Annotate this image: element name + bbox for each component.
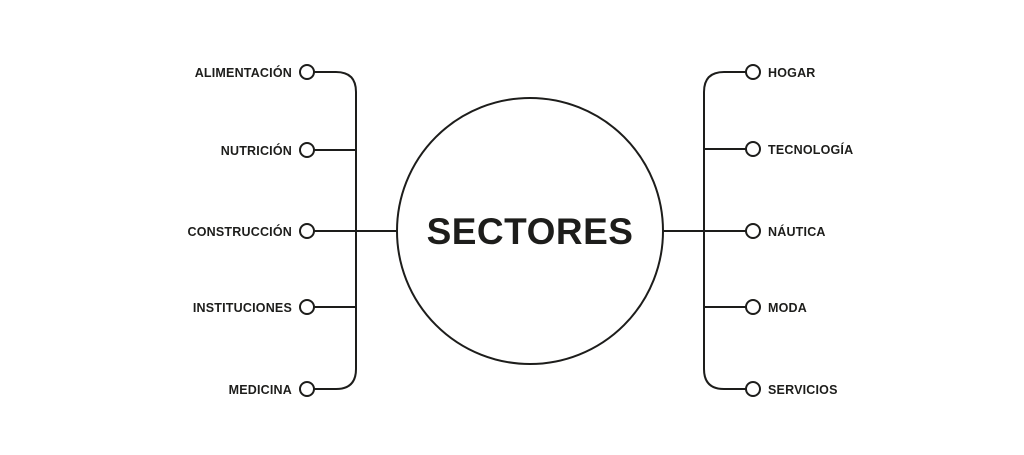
left-item-label: MEDICINA [229, 383, 292, 397]
left-item-label: NUTRICIÓN [221, 143, 292, 158]
left-item-medicina: MEDICINA [229, 381, 315, 397]
right-item-servicios: SERVICIOS [745, 381, 838, 397]
right-item-moda: MODA [745, 299, 807, 315]
right-item-label: TECNOLOGÍA [768, 142, 853, 157]
left-item-label: ALIMENTACIÓN [195, 65, 292, 80]
left-item-alimentacion: ALIMENTACIÓN [195, 64, 315, 80]
left-item-label: CONSTRUCCIÓN [188, 224, 292, 239]
right-item-tecnologia: TECNOLOGÍA [745, 141, 853, 157]
right-item-nautica: NÁUTICA [745, 223, 826, 239]
center-title: SECTORES [427, 211, 634, 252]
right-item-hogar: HOGAR [745, 64, 816, 80]
node-circle [745, 223, 761, 239]
right-item-label: NÁUTICA [768, 224, 826, 239]
right-item-label: HOGAR [768, 66, 816, 80]
left-item-instituciones: INSTITUCIONES [193, 299, 315, 315]
node-circle [745, 299, 761, 315]
right-item-label: SERVICIOS [768, 383, 838, 397]
node-circle [745, 64, 761, 80]
left-item-label: INSTITUCIONES [193, 301, 292, 315]
node-circle [299, 299, 315, 315]
node-circle [745, 381, 761, 397]
node-circle [745, 141, 761, 157]
left-item-nutricion: NUTRICIÓN [221, 142, 315, 158]
node-circle [299, 223, 315, 239]
right-item-label: MODA [768, 301, 807, 315]
node-circle [299, 64, 315, 80]
left-item-construccion: CONSTRUCCIÓN [188, 223, 315, 239]
node-circle [299, 381, 315, 397]
center-hub: SECTORES [396, 97, 664, 365]
node-circle [299, 142, 315, 158]
